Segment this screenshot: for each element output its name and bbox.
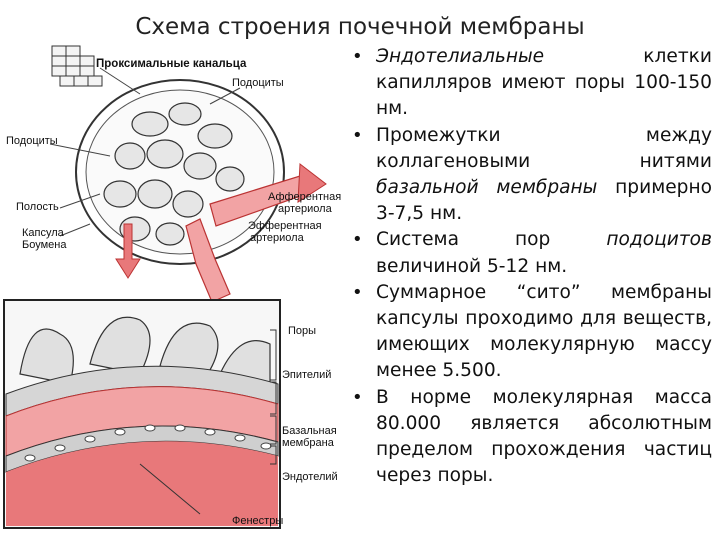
- bullet-part: примерно 3-7,5 нм.: [376, 177, 712, 225]
- bullet-part: Система пор: [376, 229, 607, 251]
- top-leader-lines: [49, 67, 241, 237]
- label-proximal-tubules: Проксимальные канальца: [96, 58, 247, 70]
- bullet-dot: •: [352, 229, 363, 251]
- label-cavity: Полость: [16, 201, 59, 213]
- bullet-item: • Система пор подоцитов величиной 5-12 н…: [350, 227, 712, 279]
- right-brackets: [139, 329, 277, 515]
- label-podocytes-left: Подоциты: [6, 135, 58, 147]
- bullet-part: В норме молекулярная масса 80.000 являет…: [376, 386, 712, 487]
- bullet-part: величиной 5-12 нм.: [376, 255, 568, 277]
- bullet-dot: •: [352, 386, 363, 408]
- bullet-dot: •: [352, 46, 363, 67]
- bullet-part: Промежутки между коллагеновыми нитями: [376, 124, 712, 172]
- bullet-dot: •: [352, 281, 363, 303]
- slide-title: Схема строения почечной мембраны: [135, 14, 585, 40]
- glomerulus-diagram: Проксимальные канальца Подоциты Подоциты…: [6, 45, 341, 303]
- label-endothelium: Эндотелий: [282, 471, 338, 483]
- label-epithelium: Эпителий: [282, 369, 331, 381]
- bullet-item: • Промежутки между коллагеновыми нитями …: [350, 123, 712, 228]
- kidney-membrane-figure: Проксимальные канальца Подоциты Подоциты…: [0, 44, 360, 540]
- bullet-part: Эндотелиальные: [376, 46, 545, 67]
- label-pores: Поры: [288, 325, 316, 337]
- capillary-lumen: [6, 441, 278, 526]
- capillary-loops: [103, 102, 245, 246]
- bullet-dot: •: [352, 124, 363, 146]
- bullet-item: • Суммарное “сито” мембраны капсулы прох…: [350, 280, 712, 385]
- afferent-arrow: [297, 163, 327, 203]
- bullet-item: • В норме молекулярная масса 80.000 явля…: [350, 385, 712, 490]
- bullet-part: подоцитов: [606, 229, 712, 251]
- proximal-tubule-cells: [51, 45, 103, 87]
- bullet-part: клетки капилляров имеют поры 100-150 нм.: [376, 46, 712, 120]
- bullet-item: • Эндотелиальные клетки капилляров имеют…: [350, 44, 712, 123]
- bullet-part: Суммарное “сито” мембраны капсулы проход…: [376, 281, 712, 382]
- tubule-down-arrow: [115, 223, 141, 279]
- label-podocytes-top: Подоциты: [232, 77, 284, 89]
- bullet-part: базальной мембраны: [376, 177, 598, 199]
- label-fenestrae: Фенестры: [232, 515, 283, 527]
- bullet-list: • Эндотелиальные клетки капилляров имеют…: [350, 44, 712, 489]
- fenestrae: [24, 424, 272, 462]
- figure-svg: Проксимальные канальца Подоциты Подоциты…: [3, 45, 341, 529]
